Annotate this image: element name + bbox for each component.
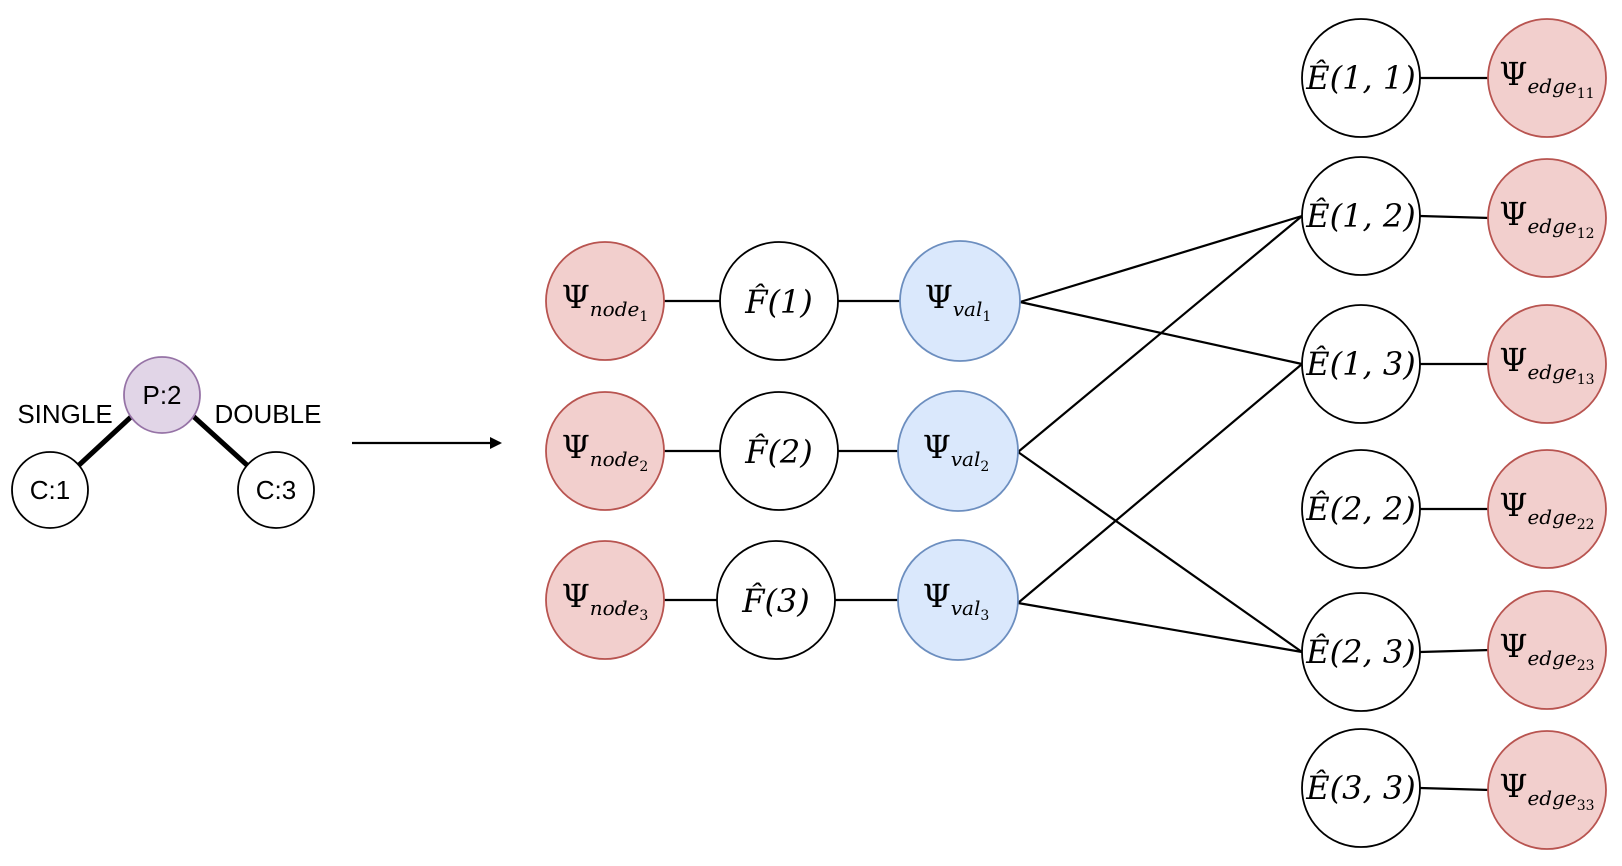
e-node-12-label: Ê(1, 2) [1305,197,1415,235]
atom-c1-label: C:1 [30,475,70,505]
edge-e23-psi-edge23 [1419,648,1491,654]
e-node-11-circle [1301,18,1421,138]
e-node-22-circle [1301,449,1421,569]
f-node-1-label: F̂(1) [744,283,813,321]
psi-edge-11: Ψedge11 [1487,18,1607,138]
psi-edge-22-circle [1487,449,1607,569]
f-node-1: F̂(1) [719,241,839,361]
single-bond-label: SINGLE [17,399,112,429]
psi-node-2-circle [545,391,665,511]
psi-edge-23-label: Ψedge23 [1499,627,1594,674]
e-node-column: Ê(1, 1) Ê(1, 2) Ê(1, 3) Ê(2, 2) Ê(2, 3) … [1301,18,1421,848]
psi-edge-12-circle [1487,158,1607,278]
e-node-12-circle [1301,156,1421,276]
double-bond-label: DOUBLE [215,399,322,429]
psi-edge-12-label: Ψedge12 [1499,195,1594,242]
double-bond [191,414,250,468]
psi-edge-12: Ψedge12 [1487,158,1607,278]
f-node-3-circle [716,540,836,660]
psi-edge-22: Ψedge22 [1487,449,1607,569]
e-node-23-circle [1301,592,1421,712]
edge-val2-e12 [1017,215,1303,453]
psi-edge-13-circle [1487,304,1607,424]
f-node-2: F̂(2) [719,391,839,511]
atom-p2-label: P:2 [142,380,181,410]
e-node-33-circle [1301,728,1421,848]
psi-edge-23-circle [1487,590,1607,710]
psi-val-1-circle [899,240,1021,362]
psi-edge-33-circle [1487,730,1607,850]
psi-val-column: Ψval1 Ψval2 Ψval3 [897,240,1021,661]
f-node-2-label: F̂(2) [744,433,813,471]
psi-edge-11-circle [1487,18,1607,138]
psi-node-2-label: Ψnode2 [562,428,649,475]
psi-node-1: Ψnode1 [545,241,665,361]
f-node-3-label: F̂(3) [741,582,810,620]
f-node-3: F̂(3) [716,540,836,660]
psi-edge-13-label: Ψedge13 [1499,341,1594,388]
atom-c1 [11,451,89,529]
edge-val1-e12 [1019,214,1303,304]
edge-e12-psi-edge12 [1419,214,1491,220]
e-node-13: Ê(1, 3) [1301,304,1421,424]
e-node-13-label: Ê(1, 3) [1305,345,1415,383]
e-node-11: Ê(1, 1) [1301,18,1421,138]
psi-edge-column: Ψedge11 Ψedge12 Ψedge13 Ψedge22 Ψedge23 [1487,18,1607,850]
psi-node-3-label: Ψnode3 [562,577,649,624]
psi-node-1-label: Ψnode1 [562,278,649,325]
psi-val-2: Ψval2 [897,390,1019,512]
psi-val-1: Ψval1 [899,240,1021,362]
atom-p2 [123,356,201,434]
edge-e33-psi-edge33 [1419,786,1491,792]
psi-val-3-circle [897,539,1019,661]
single-bond [76,414,134,468]
e-node-22: Ê(2, 2) [1301,449,1421,569]
psi-edge-11-label: Ψedge11 [1499,55,1594,102]
e-node-11-label: Ê(1, 1) [1305,59,1415,97]
psi-node-column: Ψnode1 Ψnode2 Ψnode3 [545,241,665,660]
f-node-2-circle [719,391,839,511]
psi-val-2-circle [897,390,1019,512]
psi-node-3-circle [545,540,665,660]
psi-node-1-circle [545,241,665,361]
atom-c3 [237,451,315,529]
e-node-13-circle [1301,304,1421,424]
psi-edge-33-label: Ψedge33 [1499,767,1594,814]
psi-edge-33: Ψedge33 [1487,730,1607,850]
e-node-12: Ê(1, 2) [1301,156,1421,276]
e-node-22-label: Ê(2, 2) [1305,490,1415,528]
f-node-column: F̂(1) F̂(2) F̂(3) [716,241,839,660]
e-node-33-label: Ê(3, 3) [1305,769,1415,807]
psi-val-2-label: Ψval2 [923,428,990,475]
psi-node-3: Ψnode3 [545,540,665,660]
psi-edge-13: Ψedge13 [1487,304,1607,424]
f-node-1-circle [719,241,839,361]
psi-val-1-label: Ψval1 [925,278,992,325]
e-node-23: Ê(2, 3) [1301,592,1421,712]
e-node-23-label: Ê(2, 3) [1305,633,1415,671]
psi-node-2: Ψnode2 [545,391,665,511]
psi-edge-23: Ψedge23 [1487,590,1607,710]
atom-c3-label: C:3 [256,475,296,505]
e-node-33: Ê(3, 3) [1301,728,1421,848]
factor-graph-edges [661,76,1491,792]
psi-edge-22-label: Ψedge22 [1499,486,1594,533]
edge-val3-e13 [1017,363,1303,604]
psi-val-3-label: Ψval3 [923,577,990,624]
edge-val3-e23 [1017,601,1303,654]
psi-val-3: Ψval3 [897,539,1019,661]
edge-val2-e23 [1017,451,1303,653]
molecule-graph: P:2 C:1 C:3 SINGLE DOUBLE [11,356,322,529]
